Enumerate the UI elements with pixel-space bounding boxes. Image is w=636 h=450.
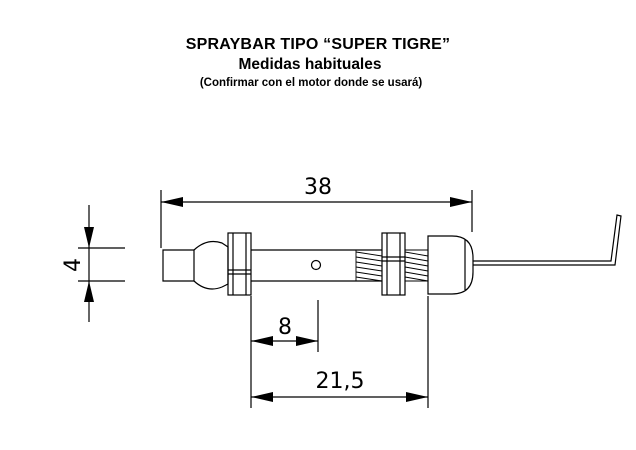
spraybar-part <box>162 214 622 296</box>
arrowhead <box>161 197 183 207</box>
drawing-title: SPRAYBAR TIPO “SUPER TIGRE” <box>185 36 451 53</box>
drawing-subtitle: Medidas habituales <box>238 56 382 73</box>
right-nut <box>381 232 406 296</box>
dimension-label-21-5: 21,5 <box>316 369 365 394</box>
needle-valve-body <box>427 235 474 295</box>
tube-end <box>162 249 195 282</box>
tip-bulge <box>193 240 229 290</box>
drawing-note: (Confirmar con el motor donde se usará) <box>199 77 423 89</box>
arrowhead <box>450 197 472 207</box>
arrowhead <box>251 336 273 346</box>
dimension-thread-length: 21,5 <box>251 296 429 408</box>
dimension-overall-length: 38 <box>160 175 473 248</box>
dimension-label-4: 4 <box>61 258 86 272</box>
spray-hole <box>310 259 322 271</box>
arrowhead <box>84 281 94 302</box>
arrowhead <box>296 336 318 346</box>
left-nut <box>227 232 252 296</box>
dimension-hole-offset: 8 <box>250 296 319 408</box>
dimension-diameter: 4 <box>61 205 125 322</box>
thread <box>355 250 383 282</box>
arrowhead <box>406 392 428 402</box>
arrowhead <box>84 227 94 248</box>
dimension-label-38: 38 <box>304 175 332 200</box>
arrowhead <box>251 392 273 402</box>
needle-wire <box>473 214 622 266</box>
thread-continuation <box>404 249 429 282</box>
dimension-label-8: 8 <box>278 315 292 340</box>
